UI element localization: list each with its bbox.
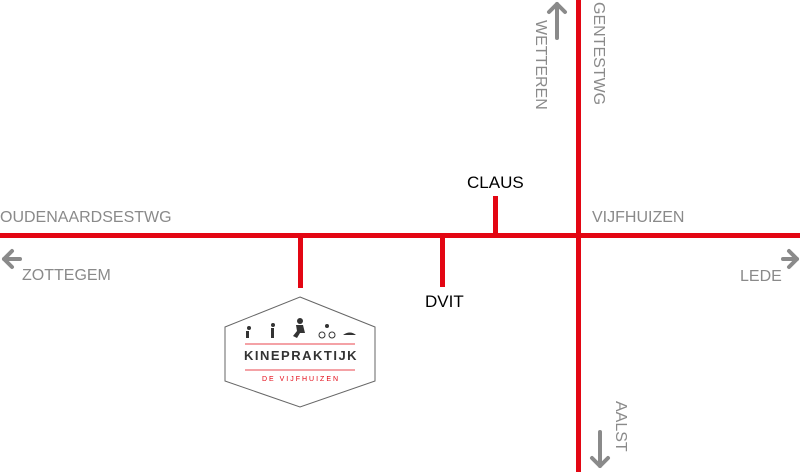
arrow-down-icon bbox=[590, 430, 610, 468]
main-road-vertical bbox=[576, 0, 581, 472]
logo-name: KINEPRAKTIJK bbox=[244, 348, 359, 363]
poi-claus: CLAUS bbox=[467, 173, 524, 192]
poi-dvit: DVIT bbox=[425, 292, 464, 311]
sport-figures-icon bbox=[246, 318, 356, 339]
kinepraktijk-logo bbox=[224, 296, 376, 408]
road-label-east: VIJFHUIZEN bbox=[592, 209, 685, 226]
direction-aalst: AALST bbox=[612, 401, 629, 452]
direction-zottegem: ZOTTEGEM bbox=[22, 267, 111, 284]
direction-lede: LEDE bbox=[740, 268, 782, 285]
direction-wetteren: WETTEREN bbox=[532, 20, 549, 110]
arrow-right-icon bbox=[781, 249, 799, 269]
arrow-up-icon bbox=[547, 2, 567, 40]
logo-subtitle: DE VIJFHUIZEN bbox=[261, 376, 341, 383]
road-label-west: OUDENAARDSESTWG bbox=[0, 209, 172, 226]
arrow-left-icon bbox=[2, 249, 22, 269]
dvit-access-road bbox=[440, 236, 445, 287]
claus-access-road bbox=[493, 196, 498, 236]
main-road-horizontal bbox=[0, 233, 800, 238]
road-label-north: GENTESTWG bbox=[590, 2, 607, 106]
kinepraktijk-access-road bbox=[298, 236, 303, 288]
